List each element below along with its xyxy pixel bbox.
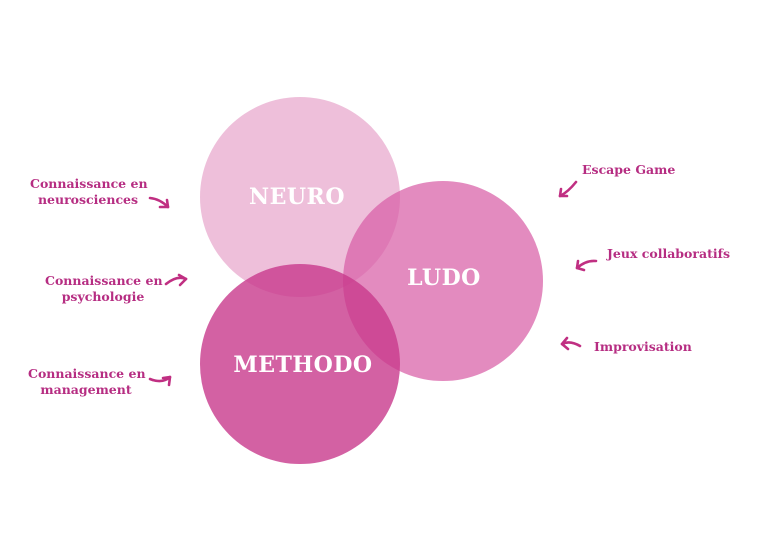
arrow-jeux-icon [575, 259, 598, 272]
methodo-label: METHODO [233, 352, 372, 378]
arrow-management-icon [148, 375, 172, 387]
label-psychologie-line2: psychologie [61, 289, 145, 304]
label-improvisation: Improvisation [594, 339, 692, 354]
arrow-psycho-icon [164, 273, 188, 287]
arrow-impro-icon [560, 336, 582, 351]
label-escape-game: Escape Game [582, 162, 676, 177]
arrow-neuro-icon [148, 196, 170, 209]
neuro-label: NEURO [249, 184, 345, 210]
label-neurosciences-line2: neurosciences [37, 192, 139, 207]
label-management-line1: Connaissance en [28, 366, 146, 381]
label-psychologie: Connaissance en psychologie [45, 273, 163, 305]
label-neurosciences: Connaissance en neurosciences [30, 176, 148, 208]
arrow-escape-icon [558, 180, 578, 198]
ludo-label: LUDO [407, 265, 481, 291]
label-psychologie-line1: Connaissance en [45, 273, 163, 288]
label-neurosciences-line1: Connaissance en [30, 176, 148, 191]
methodo-circle [200, 264, 400, 464]
label-jeux-collaboratifs: Jeux collaboratifs [607, 246, 731, 261]
label-management: Connaissance en management [28, 366, 146, 398]
label-management-line2: management [40, 382, 132, 397]
